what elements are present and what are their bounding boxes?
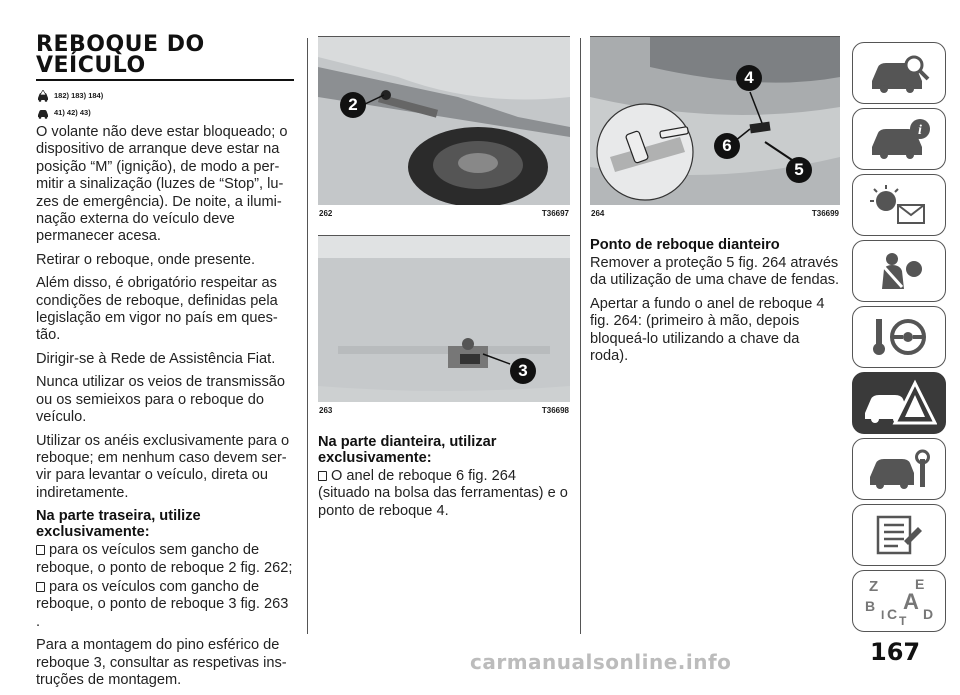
car-wrench-icon (870, 449, 930, 489)
figure-264-caption: 264 T36699 (590, 205, 840, 223)
paragraph-legislation: Além disso, é obrigatório respeitar as c… (36, 275, 278, 344)
paragraph-drive-shafts: Nunca utilizar os veios de transmissão o… (36, 374, 286, 426)
alphabet-index-icon: Z E B A C D T I (865, 576, 933, 627)
callout-5: 5 (786, 157, 812, 183)
title-underline (36, 79, 294, 81)
spec-sheet-icon (876, 515, 922, 555)
paragraph-remove-trailer: Retirar o reboque, onde presente. (36, 251, 256, 268)
bullet-rear-with-hook-text: para os veículos com gancho de reboque, … (36, 578, 289, 630)
watermark: carmanualsonline.info (470, 650, 732, 674)
paragraph-tighten-ring: Apertar a fundo o anel de reboque 4 fig.… (590, 295, 825, 365)
car-info-icon: i (872, 119, 930, 159)
index-letter: I (881, 608, 884, 622)
figure-rule (318, 235, 570, 236)
sidebar-tab-starting-driving[interactable] (852, 306, 946, 368)
seatbelt-airbag-icon (882, 253, 922, 289)
index-letter: B (865, 598, 875, 614)
sidebar-tab-index[interactable]: Z E B A C D T I (852, 570, 946, 632)
rear-heading: Na parte traseira, utilize exclusivament… (36, 508, 201, 541)
column-divider-2 (580, 38, 581, 634)
text-column-middle: 2 262 T36697 3 263 T36698 Na parte diant… (318, 0, 570, 526)
warning-refs-1: 182) 183) 184) (54, 91, 104, 100)
column-divider-1 (307, 38, 308, 634)
title-line-1: REBOQUE DO (36, 32, 205, 57)
bullet-front-ring: O anel de reboque 6 fig. 264 (situado na… (318, 468, 570, 520)
rear-towing-point-illustration (318, 37, 570, 205)
key-steering-wheel-icon (873, 319, 926, 355)
figure-top-rule (590, 36, 840, 37)
index-letter: A (903, 589, 919, 614)
warning-refs-2: 41) 42) 43) (54, 108, 91, 117)
sidebar-tab-knowing-car[interactable]: i (852, 108, 946, 170)
figure-262-image: 2 (318, 37, 570, 205)
figure-263-number: 263 (319, 406, 333, 415)
paragraph-service-network: Dirigir-se à Rede de Assistência Fiat. (36, 350, 276, 367)
front-point-heading: Ponto de reboque dianteiro (590, 237, 780, 253)
title-line-2: VEÍCULO (36, 53, 146, 78)
figure-262-number: 262 (319, 209, 333, 218)
warning-reference-row-2: 41) 42) 43) (36, 104, 294, 121)
sidebar-tab-dashboard[interactable] (852, 42, 946, 104)
figure-264-number: 264 (591, 209, 605, 218)
front-towing-point-illustration (590, 37, 840, 205)
warning-light-envelope-icon (870, 185, 925, 224)
paragraph-steering: O volante não deve estar bloqueado; o di… (36, 124, 288, 245)
svg-text:i: i (918, 123, 922, 138)
index-letter: Z (869, 578, 878, 595)
paragraph-ball-pin: Para a montagem do pino esférico de rebo… (36, 637, 287, 688)
bullet-box-icon (36, 545, 45, 556)
index-letter: D (923, 606, 933, 622)
figure-263-caption: 263 T36698 (318, 402, 570, 420)
bullet-box-icon (36, 581, 45, 592)
sidebar-tab-emergency[interactable] (852, 372, 946, 434)
callout-3: 3 (510, 358, 536, 384)
figure-263-code: T36698 (541, 406, 569, 415)
sidebar-tab-technical-data[interactable] (852, 504, 946, 566)
figure-262-code: T36697 (541, 209, 569, 218)
bullet-rear-no-hook: para os veículos sem gancho de reboque, … (36, 542, 294, 577)
figure-262-caption: 262 T36697 (318, 205, 570, 223)
figure-264-image: 4 6 5 (590, 37, 840, 205)
bullet-box-icon (318, 471, 327, 481)
callout-6: 6 (714, 133, 740, 159)
text-column-left: REBOQUE DO VEÍCULO 182) 183) 184) 41) 42… (36, 0, 294, 695)
bullet-rear-with-hook: para os veículos com gancho de reboque, … (36, 579, 294, 631)
paragraph-remove-protection: Remover a proteção 5 fig. 264 através da… (590, 255, 840, 289)
figure-263-image: 3 (318, 236, 570, 402)
bullet-rear-no-hook-text: para os veículos sem gancho de reboque, … (36, 542, 293, 576)
callout-4: 4 (736, 65, 762, 91)
car-search-icon (872, 55, 930, 93)
page-number: 167 (870, 638, 921, 666)
emergency-warning-triangle-icon (865, 379, 937, 425)
callout-2: 2 (340, 92, 366, 118)
sidebar-tab-maintenance[interactable] (852, 438, 946, 500)
car-warning-icon (38, 89, 48, 102)
paragraph-rings: Utilizar os anéis exclusivamente para o … (36, 432, 290, 501)
text-column-right: 4 6 5 264 T36699 Ponto de reboque diante… (590, 0, 840, 371)
section-title: REBOQUE DO VEÍCULO (36, 32, 294, 78)
index-letter: E (915, 576, 924, 592)
front-heading: Na parte dianteira, utilizar exclusivame… (318, 434, 497, 466)
sidebar-tab-lights-messages[interactable] (852, 174, 946, 236)
index-letter: C (887, 606, 897, 622)
figure-264-code: T36699 (811, 209, 839, 218)
index-letter: T (899, 614, 907, 627)
warning-reference-row-1: 182) 183) 184) (36, 87, 294, 104)
car-caution-icon (38, 109, 48, 119)
sidebar-tab-safety[interactable] (852, 240, 946, 302)
figure-top-rule (318, 36, 570, 37)
bullet-front-ring-text: O anel de reboque 6 fig. 264 (situado na… (318, 468, 568, 519)
